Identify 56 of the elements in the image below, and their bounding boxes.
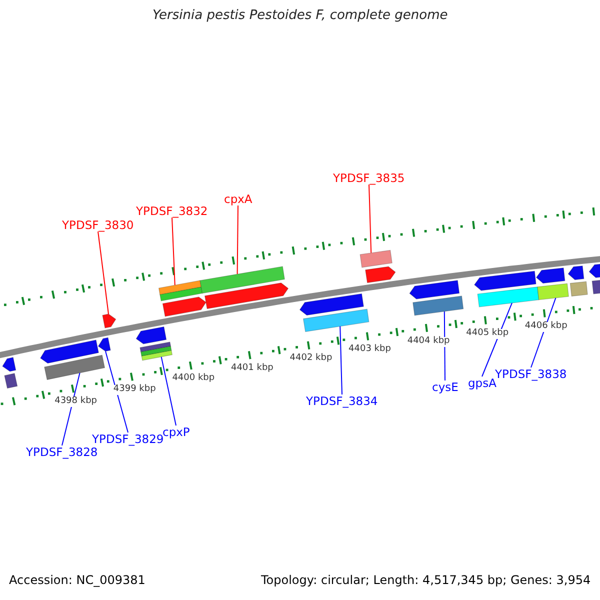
gene-label: YPDSF_3832 (136, 204, 208, 218)
gene-feature (44, 354, 106, 380)
gene-feature (4, 373, 18, 389)
gene-feature (536, 268, 566, 284)
gene-feature (102, 314, 116, 328)
gene-feature (412, 296, 464, 316)
gene-feature (204, 282, 289, 310)
scale-label: 4398 kbp (54, 397, 98, 408)
gene-feature (302, 308, 370, 332)
gene-feature (140, 342, 173, 361)
leader-line (172, 217, 176, 286)
gene-feature (570, 281, 588, 297)
leader-line (530, 297, 556, 368)
gene-feature (537, 283, 569, 300)
gene-feature (162, 296, 206, 317)
leader-line (160, 356, 176, 426)
gene-label: YPDSF_3829 (92, 432, 164, 446)
footer-text: Accession: NC_009381 (9, 574, 146, 588)
gene-feature (360, 250, 392, 268)
scale-label: 4401 kbp (230, 364, 274, 374)
leader-line (98, 231, 109, 314)
gene-feature (568, 266, 584, 280)
leader-line (105, 350, 128, 433)
scale-label: 4400 kbp (171, 374, 216, 384)
scale-label: 4399 kbp (112, 385, 157, 396)
leader-line (236, 205, 238, 274)
gene-label: YPDSF_3834 (306, 394, 378, 408)
gene-label: cpxA (224, 192, 252, 206)
scale-label: 4402 kbp (288, 354, 334, 364)
gene-label: cysE (432, 380, 458, 394)
gene-label: YPDSF_3828 (26, 446, 98, 458)
gene-feature (588, 264, 600, 278)
gene-feature (409, 280, 460, 300)
scale-label: 4404 kbp (406, 336, 451, 347)
gene-label: gpsA (468, 376, 496, 390)
gene-feature (299, 293, 364, 316)
gene-label: cpxP (162, 426, 190, 438)
leader-line (340, 326, 342, 395)
gene-label: YPDSF_3835 (333, 172, 405, 184)
gene-feature (158, 280, 203, 302)
gene-label: YPDSF_3830 (62, 218, 134, 232)
gene-feature (365, 266, 396, 284)
gene-feature (477, 286, 540, 308)
footer-text: Topology: circular; Length: 4,517,345 bp; Genes: 3,954 (261, 574, 591, 588)
scale-label: 4406 kbp (524, 322, 568, 332)
gene-feature (200, 266, 285, 294)
gene-feature (2, 357, 16, 372)
gene-feature (136, 326, 167, 344)
title: Yersinia pestis Pestoides F, complete genome (152, 9, 448, 24)
leader-line (444, 310, 446, 381)
scale-label: 4403 kbp (348, 345, 392, 356)
leader-line (482, 302, 512, 377)
scale-label: 4405 kbp (465, 329, 510, 340)
gene-label: YPDSF_3838 (495, 368, 567, 380)
gene-feature (592, 280, 600, 294)
leader-line (368, 184, 372, 254)
